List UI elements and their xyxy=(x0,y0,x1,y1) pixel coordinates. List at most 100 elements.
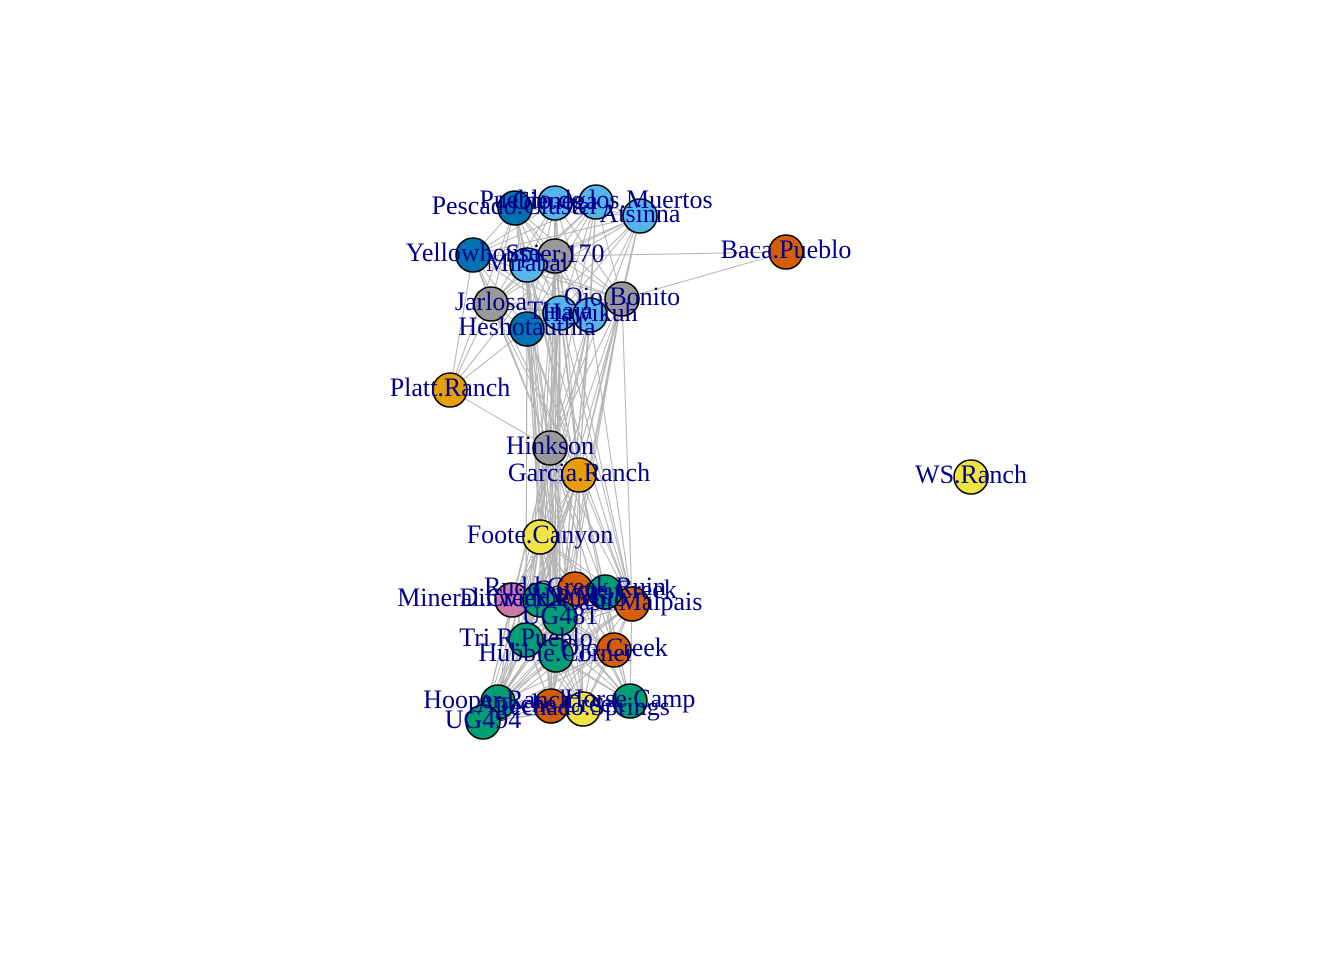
node-garcia-ranch xyxy=(561,457,597,493)
node-circle xyxy=(509,247,545,283)
edge-Yellowhouse-Ojo.Bonito xyxy=(472,254,623,300)
node-yellowhouse xyxy=(455,237,491,273)
edge-Hawikuh-Casa.Malpais xyxy=(589,314,633,605)
edge-Coyote.Creek-Apache.Creek xyxy=(550,591,606,707)
node-label-ojo-bonito: Ojo.Bonito xyxy=(564,282,680,311)
node-cienega xyxy=(537,185,573,221)
node-circle xyxy=(532,430,568,466)
node-pueblo-de-los-muertos xyxy=(578,184,614,220)
node-baca-pueblo xyxy=(768,234,804,270)
node-layer xyxy=(432,184,989,740)
node-label-rudd-creek-ruin: Rudd.Creek.Ruin xyxy=(484,572,666,601)
edge-UG481-Horse.Camp xyxy=(559,617,631,702)
node-ojo-bonito xyxy=(604,281,640,317)
node-label-pescado-cluster: Pescado.Cluster xyxy=(432,191,599,220)
edge-Platt.Ranch-Yellowhouse xyxy=(449,254,474,391)
node-circle xyxy=(953,459,989,495)
edge-Baca.Pueblo-Ojo.Bonito xyxy=(621,251,787,300)
node-label-ug494: UG494 xyxy=(445,705,522,734)
node-circle xyxy=(432,372,468,408)
edge-Pueblo.de.los.Muertos-Tinaja xyxy=(559,201,597,314)
node-pescado-cluster xyxy=(497,190,533,226)
edge-Pueblo.de.los.Muertos-Yellowhouse xyxy=(472,201,597,256)
node-label-hubble-corner: Hubble.Corner xyxy=(478,638,634,667)
edge-Cienega-Ojo.Bonito xyxy=(554,202,623,300)
node-circle xyxy=(622,198,658,234)
edge-Ojo.Bonito-Foote.Canyon xyxy=(539,298,623,538)
node-ug494 xyxy=(465,704,501,740)
node-circle xyxy=(522,519,558,555)
node-tri-r-pueblo xyxy=(508,622,544,658)
node-circle xyxy=(455,237,491,273)
node-label-garcia-ranch: Garcia.Ranch xyxy=(508,458,650,487)
node-label-pueblo-de-los-muertos: Pueblo.de.los.Muertos xyxy=(479,185,712,214)
node-circle xyxy=(508,622,544,658)
edge-Ojo.Creek-Garcia.Ranch xyxy=(578,474,615,651)
node-techado-springs xyxy=(565,691,601,727)
node-label-apache-creek: Apache.Creek xyxy=(477,689,625,718)
edge-Hawikuh-Foote.Canyon xyxy=(539,314,591,538)
node-label-ojo-creek: Ojo.Creek xyxy=(560,633,668,662)
node-label-mineral-creek-pueblo: Mineral.Creek.Pueblo xyxy=(397,583,627,612)
node-hubble-corner xyxy=(538,637,574,673)
node-label-hawikuh: Hawikuh xyxy=(542,298,637,327)
node-circle xyxy=(572,297,608,333)
edge-Ojo.Bonito-Casa.Malpais xyxy=(621,298,633,605)
node-foote-canyon xyxy=(522,519,558,555)
label-layer: Pueblo.de.los.MuertosPescado.ClusterCien… xyxy=(390,185,1027,734)
node-hawikuh xyxy=(572,297,608,333)
node-label-hooper-ranch: Hooper.Ranch xyxy=(423,685,572,714)
node-label-techado-springs: Techado.Springs xyxy=(496,692,670,721)
node-ug481 xyxy=(542,600,578,636)
node-heshotauthla xyxy=(509,311,545,347)
node-circle xyxy=(561,457,597,493)
node-circle xyxy=(768,234,804,270)
node-atsinna xyxy=(622,198,658,234)
edge-Ojo.Bonito-Apache.Creek xyxy=(550,298,623,707)
node-coyote-creek xyxy=(587,574,623,610)
node-circle xyxy=(509,311,545,347)
edge-Baca.Pueblo-Spier.170 xyxy=(554,251,787,257)
node-label-cienega: Cienega xyxy=(512,186,598,215)
node-ojo-creek xyxy=(596,632,632,668)
node-label-mirabal: Mirabal xyxy=(486,248,568,277)
edge-Tinaja-Garcia.Ranch xyxy=(559,312,580,476)
node-label-horse-camp: Horse.Camp xyxy=(565,684,696,713)
node-label-foote-canyon: Foote.Canyon xyxy=(467,520,614,549)
node-circle xyxy=(538,637,574,673)
node-label-platt-ranch: Platt.Ranch xyxy=(390,373,511,402)
node-label-jarlosa: Jarlosa xyxy=(455,287,528,316)
node-platt-ranch xyxy=(432,372,468,408)
node-label-ug481: UG481 xyxy=(522,601,599,630)
node-label-spier-170: Spier.170 xyxy=(506,239,605,268)
node-label-atsinna: Atsinna xyxy=(600,199,681,228)
node-label-hinkson: Hinkson xyxy=(506,431,594,460)
node-label-tinaja: Tinaja xyxy=(527,296,593,325)
edge-Atsinna-Tinaja xyxy=(559,215,641,314)
node-label-dinwiddie-mill: Dinwiddie.Mill xyxy=(459,583,620,612)
node-label-tri-r-pueblo: Tri.R.Pueblo xyxy=(459,623,592,652)
node-circle xyxy=(612,683,648,719)
node-circle xyxy=(537,185,573,221)
edge-Mirabal-Garcia.Ranch xyxy=(526,264,580,476)
node-circle xyxy=(587,574,623,610)
node-horse-camp xyxy=(612,683,648,719)
node-label-yellowhouse: Yellowhouse xyxy=(406,238,541,267)
node-circle xyxy=(604,281,640,317)
node-circle xyxy=(497,190,533,226)
edge-Jarlosa-Hinkson xyxy=(490,303,551,449)
edge-Atsinna-Hawikuh xyxy=(589,215,641,316)
node-mirabal xyxy=(509,247,545,283)
node-label-casa-malpais: Casa.Malpais xyxy=(562,587,703,616)
node-label-ws-ranch: WS.Ranch xyxy=(915,460,1027,489)
node-circle xyxy=(596,632,632,668)
edge-Hawikuh-Garcia.Ranch xyxy=(578,314,591,476)
node-ws-ranch xyxy=(953,459,989,495)
node-label-heshotauthla: Heshotauthla xyxy=(458,312,596,341)
edge-Tinaja-Casa.Malpais xyxy=(559,312,633,605)
edge-Pescado.Cluster-Atsinna xyxy=(514,207,641,217)
node-label-baca-pueblo: Baca.Pueblo xyxy=(721,235,852,264)
node-hinkson xyxy=(532,430,568,466)
node-circle xyxy=(542,600,578,636)
